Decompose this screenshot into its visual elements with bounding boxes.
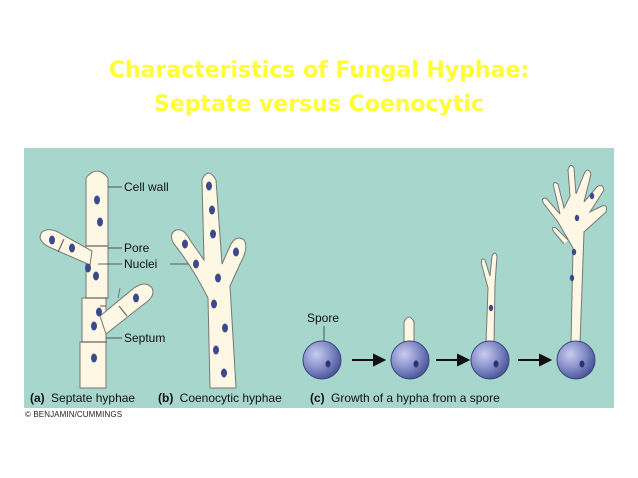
coenocytic-nuclei bbox=[182, 181, 239, 378]
label-spore: Spore bbox=[307, 311, 339, 325]
fungal-hyphae-figure: Cell wall Pore Nuclei Septum Spore bbox=[24, 148, 614, 408]
growth-stage-1 bbox=[302, 340, 342, 380]
septa-lines bbox=[57, 238, 128, 343]
septate-nuclei bbox=[49, 195, 139, 363]
slide-title-line-2: Septate versus Coenocytic bbox=[153, 92, 485, 117]
caption-c: (c) Growth of a hypha from a spore bbox=[310, 391, 500, 405]
caption-a-text: Septate hyphae bbox=[51, 391, 135, 405]
growth-stage-2 bbox=[390, 316, 430, 380]
caption-c-letter: (c) bbox=[310, 391, 325, 405]
coenocytic-hypha bbox=[170, 172, 247, 389]
growth-arrows bbox=[352, 353, 553, 367]
caption-b: (b) Coenocytic hyphae bbox=[158, 391, 282, 405]
label-septum: Septum bbox=[124, 331, 165, 345]
caption-a-letter: (a) bbox=[30, 391, 45, 405]
growth-stage-3 bbox=[470, 252, 510, 380]
label-pore: Pore bbox=[124, 241, 150, 255]
slide-title-line-1: Characteristics of Fungal Hyphae: bbox=[108, 58, 530, 83]
label-nuclei: Nuclei bbox=[124, 257, 157, 271]
caption-b-letter: (b) bbox=[158, 391, 173, 405]
copyright-credit: © BENJAMIN/CUMMINGS bbox=[25, 410, 123, 419]
caption-a: (a) Septate hyphae bbox=[30, 391, 135, 405]
caption-c-text: Growth of a hypha from a spore bbox=[331, 391, 500, 405]
label-cell-wall: Cell wall bbox=[124, 180, 169, 194]
caption-b-text: Coenocytic hyphae bbox=[180, 391, 282, 405]
growth-stage-4 bbox=[541, 164, 607, 380]
